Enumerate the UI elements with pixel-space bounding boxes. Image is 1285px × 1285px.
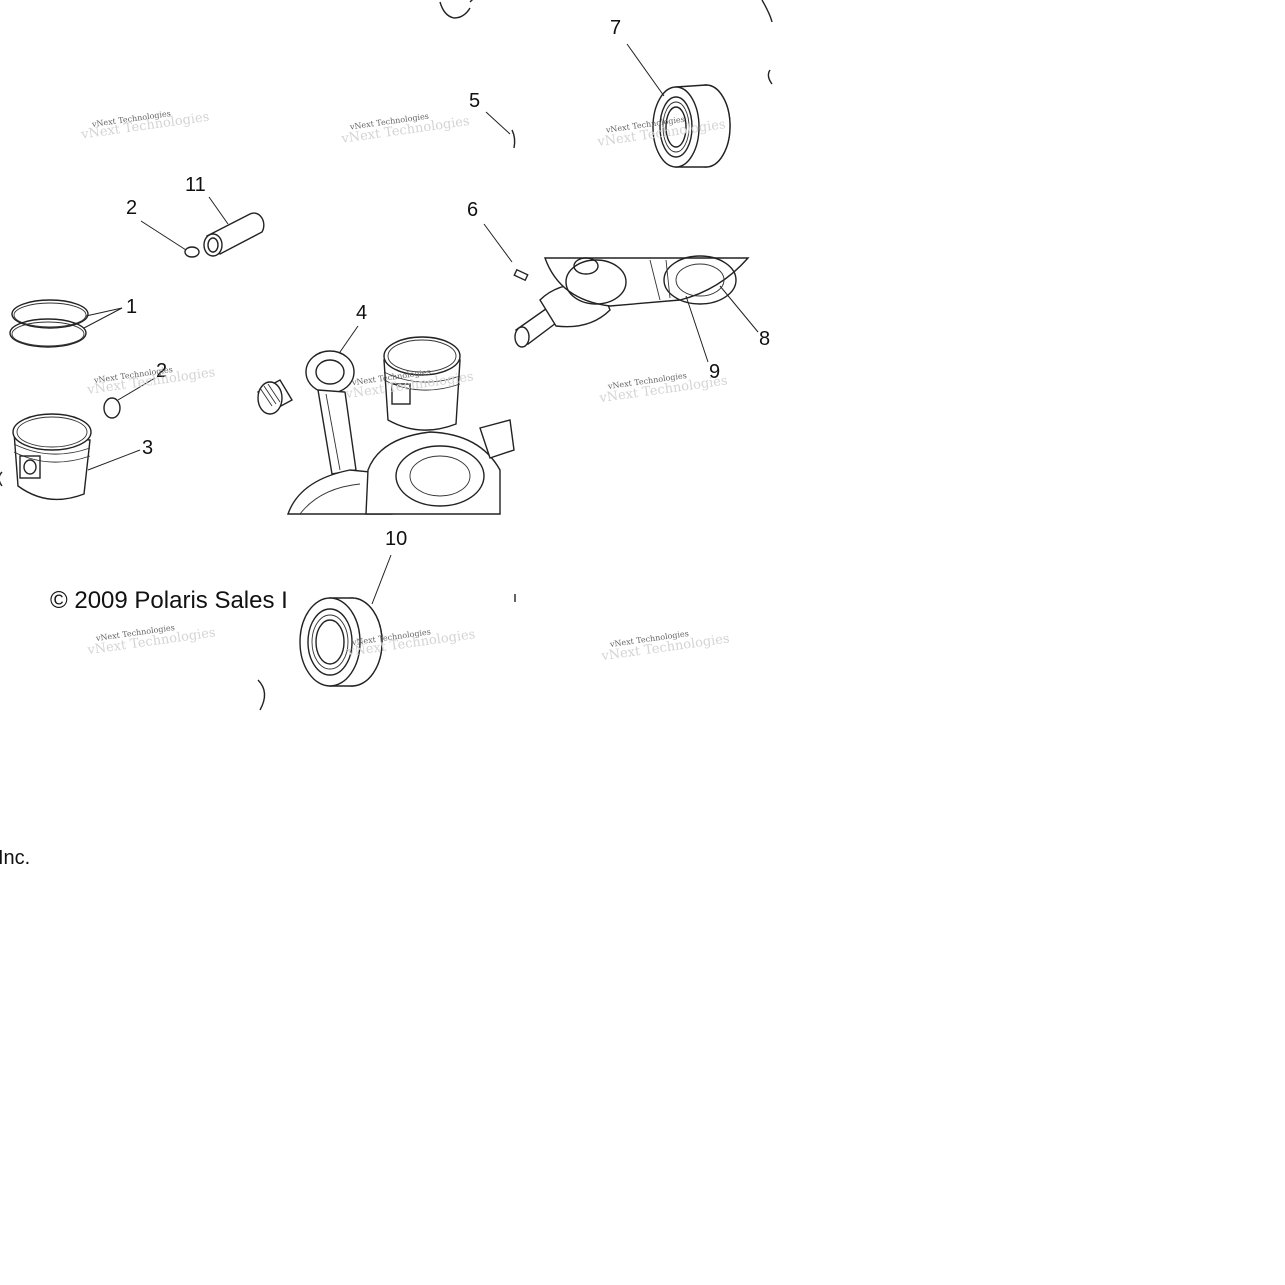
callout-3: 3 (142, 437, 153, 459)
callout-8: 8 (759, 328, 770, 350)
crankcase-fragment-top-right (761, 0, 773, 85)
woodruff-key-6 (513, 268, 529, 282)
callout-11: 11 (185, 174, 206, 196)
callout-6: 6 (467, 199, 478, 221)
watermark-4: vNext Technologies vNext Technologies (85, 365, 216, 398)
part-5-fragment (511, 129, 516, 149)
callout-9: 9 (709, 361, 720, 383)
circlip-2-lower (103, 397, 121, 419)
circlip-2-upper (184, 246, 200, 258)
bearing-7 (652, 84, 731, 168)
connecting-rod-4 (305, 350, 357, 475)
watermark-2: vNext Technologies vNext Technologies (340, 112, 471, 147)
leader-7 (626, 43, 665, 97)
callout-10: 10 (385, 528, 407, 550)
bearing-10 (299, 597, 383, 687)
clip-fragment-top (439, 0, 473, 19)
leader-2-lower (117, 377, 156, 401)
leader-10 (371, 554, 392, 605)
piston-pin-11 (203, 212, 265, 257)
leader-1b (83, 307, 123, 329)
callout-4: 4 (356, 302, 367, 324)
seal-fragment (257, 679, 266, 711)
copyright-line-2: Inc. (0, 847, 30, 869)
callout-5: 5 (469, 90, 480, 112)
leader-5 (485, 111, 511, 135)
leader-8 (719, 285, 759, 333)
leader-9 (685, 295, 709, 363)
watermark-9: vNext Technologies vNext Technologies (600, 629, 731, 664)
leader-6 (483, 223, 513, 263)
watermark-7: vNext Technologies vNext Technologies (86, 623, 217, 658)
callout-7: 7 (610, 17, 621, 39)
leader-1a (85, 307, 123, 317)
watermark-1: vNext Technologies vNext Technologies (79, 109, 210, 143)
callout-1: 1 (126, 296, 137, 318)
leader-4 (339, 325, 359, 353)
piston-assembled (383, 336, 461, 431)
piston-3 (0, 413, 92, 501)
callout-2-lower: 2 (156, 360, 167, 382)
leader-3 (87, 449, 141, 471)
leader-2-upper (140, 220, 187, 251)
needle-bearing (257, 379, 293, 415)
crankshaft-lower (287, 419, 515, 515)
leader-11 (208, 196, 229, 225)
crankshaft-right (514, 255, 750, 348)
callout-2-upper: 2 (126, 197, 137, 219)
piston-rings-1 (9, 299, 89, 348)
copyright-line-1: © 2009 Polaris Sales I (50, 587, 288, 614)
